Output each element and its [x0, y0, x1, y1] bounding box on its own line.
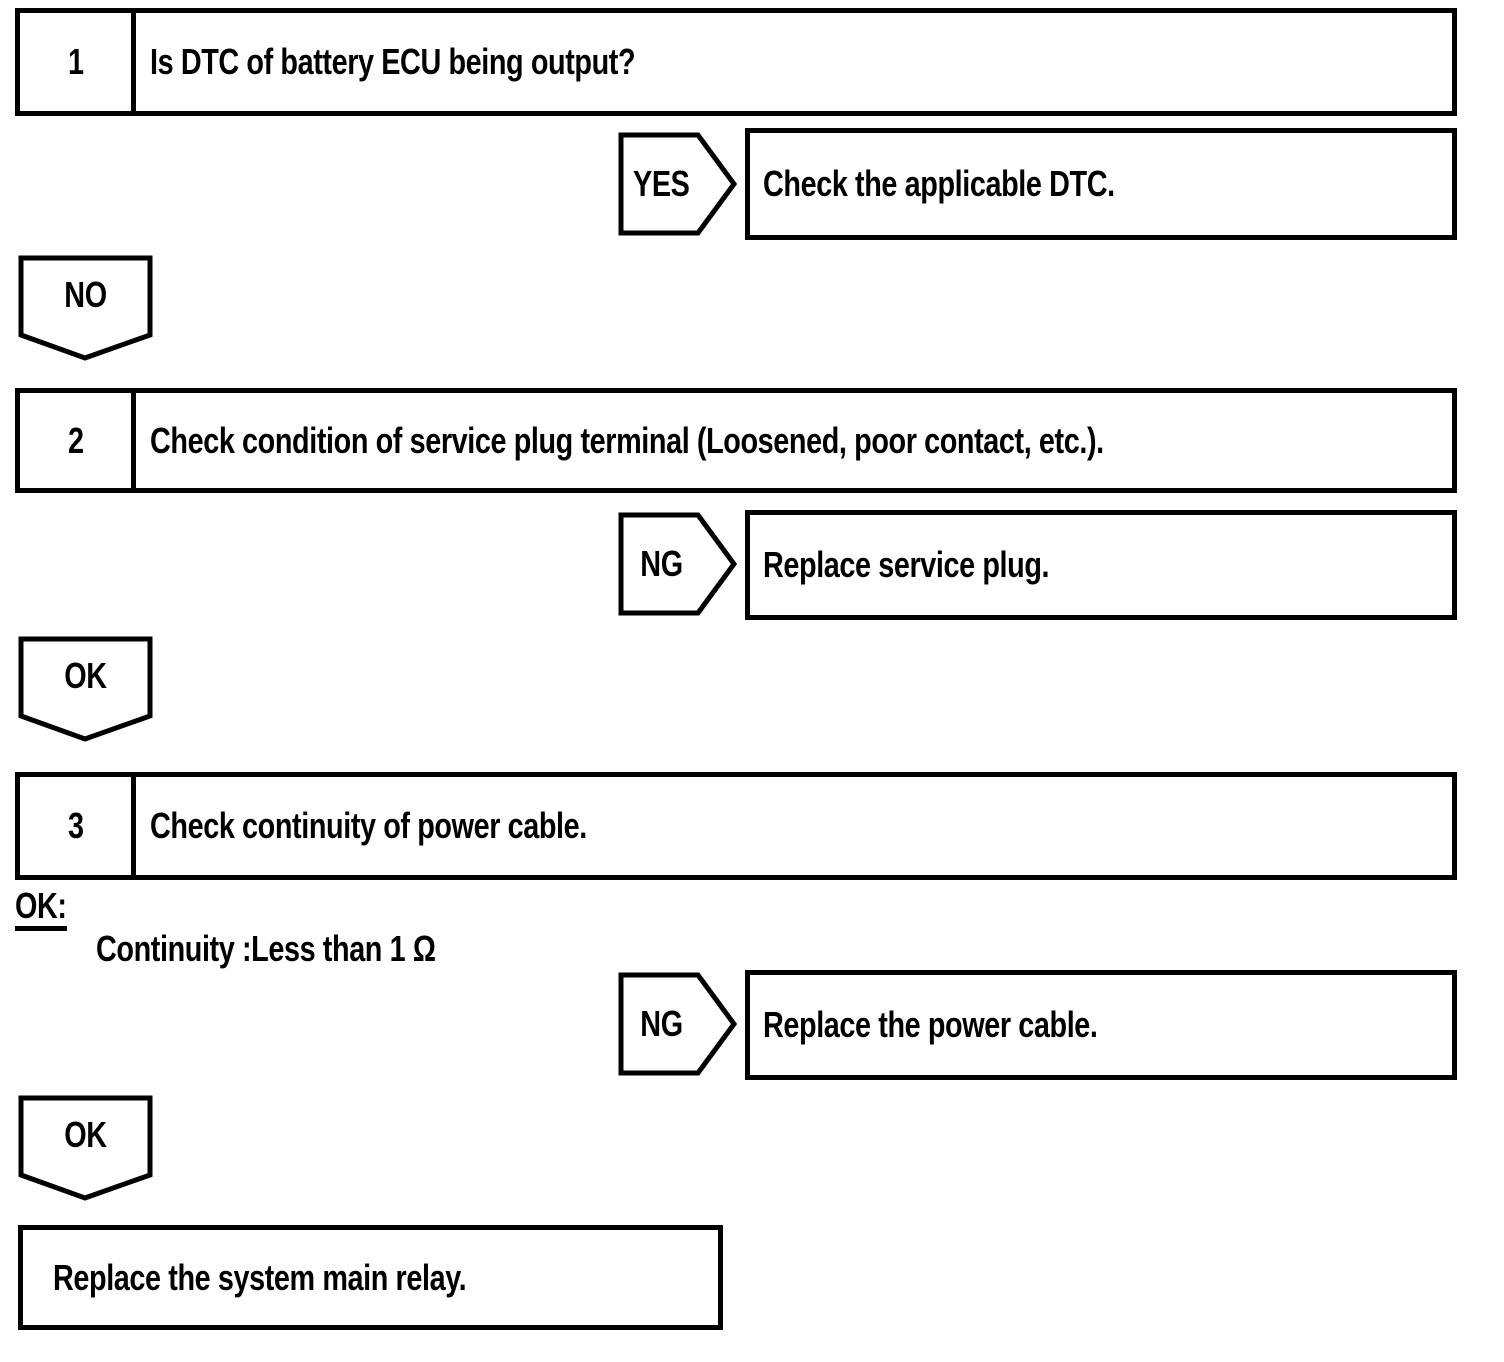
step-number: 2 — [67, 419, 84, 461]
step-3-ng-result-box: Replace the power cable. — [745, 970, 1457, 1080]
step-2-number-cell: 2 — [20, 393, 136, 488]
continue-label: OK — [64, 655, 107, 696]
branch-label: NG — [639, 543, 683, 584]
step-2-ng-result-box: Replace service plug. — [745, 510, 1457, 620]
step-1-question: Is DTC of battery ECU being output? — [150, 41, 636, 82]
step-2-ng-arrow: NG — [618, 512, 737, 616]
step-2-question: Check condition of service plug terminal… — [150, 419, 1104, 461]
final-action-box: Replace the system main relay. — [18, 1225, 723, 1330]
step-2-ok-arrow: OK — [18, 636, 153, 742]
step-3-number-cell: 3 — [20, 777, 136, 875]
spec-heading: OK: — [15, 888, 80, 931]
right-arrow-icon — [618, 132, 737, 236]
result-text: Replace the power cable. — [763, 1004, 1098, 1045]
final-action-text: Replace the system main relay. — [53, 1256, 467, 1298]
step-3-question: Check continuity of power cable. — [150, 805, 587, 846]
spec-value: Continuity :Less than 1 Ω — [96, 928, 436, 969]
branch-label: YES — [632, 163, 690, 204]
step-number: 1 — [67, 41, 84, 82]
right-arrow-icon — [618, 972, 737, 1076]
step-1-yes-result-box: Check the applicable DTC. — [745, 128, 1457, 240]
step-3-ng-arrow: NG — [618, 972, 737, 1076]
down-arrow-icon — [18, 1095, 153, 1201]
step-1-yes-arrow: YES — [618, 132, 737, 236]
result-text: Replace service plug. — [763, 544, 1050, 585]
continue-label: OK — [64, 1114, 107, 1155]
down-arrow-icon — [18, 636, 153, 742]
result-text: Check the applicable DTC. — [763, 163, 1115, 204]
right-arrow-icon — [618, 512, 737, 616]
step-3-box: 3 Check continuity of power cable. — [15, 772, 1457, 880]
step-number: 3 — [67, 805, 84, 846]
down-arrow-icon — [18, 255, 153, 361]
step-2-box: 2 Check condition of service plug termin… — [15, 388, 1457, 493]
branch-label: NG — [639, 1003, 683, 1044]
step-1-number-cell: 1 — [20, 13, 136, 111]
step-3-ok-arrow: OK — [18, 1095, 153, 1201]
step-1-box: 1 Is DTC of battery ECU being output? — [15, 8, 1457, 116]
step-1-no-arrow: NO — [18, 255, 153, 361]
continue-label: NO — [64, 274, 107, 315]
